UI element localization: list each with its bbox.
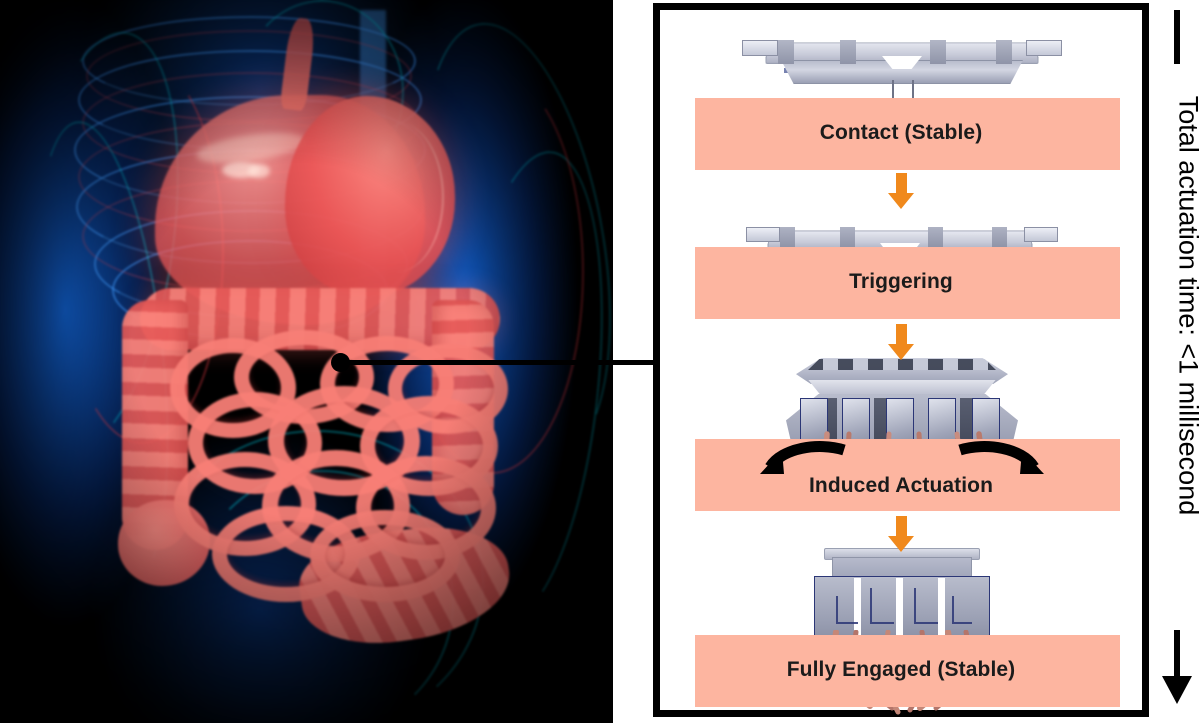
total-actuation-time-axis: Total actuation time: <1 millisecond xyxy=(1158,0,1200,723)
tissue-band-engaged xyxy=(695,635,1120,707)
small-intestine xyxy=(160,330,508,602)
curved-arrow-left xyxy=(760,441,846,474)
callout-leader-line xyxy=(345,360,657,365)
actuation-sequence-panel: Contact (Stable) Trigge xyxy=(653,3,1149,717)
stage-label-actuation: Induced Actuation xyxy=(808,474,994,497)
curved-arrow-right xyxy=(958,441,1044,474)
tissue-band-actuation xyxy=(695,439,1120,511)
stage-label-contact: Contact (Stable) xyxy=(819,121,983,144)
device-flat-unfolded xyxy=(742,34,1062,100)
axis-line-top xyxy=(1174,10,1180,64)
stomach-crease xyxy=(350,122,444,272)
callout-anchor-dot xyxy=(331,353,350,372)
tissue-band-contact xyxy=(695,98,1120,170)
device-fully-folded xyxy=(810,548,992,652)
stage-label-engaged: Fully Engaged (Stable) xyxy=(786,658,1016,681)
stage-label-triggering: Triggering xyxy=(849,270,953,293)
tissue-band-triggering xyxy=(695,247,1120,319)
axis-arrowhead-down-icon xyxy=(1162,676,1192,704)
liver-highlight-3 xyxy=(248,164,270,178)
axis-line-bottom xyxy=(1174,630,1180,680)
axis-label-text: Total actuation time: <1 millisecond xyxy=(1173,95,1200,516)
